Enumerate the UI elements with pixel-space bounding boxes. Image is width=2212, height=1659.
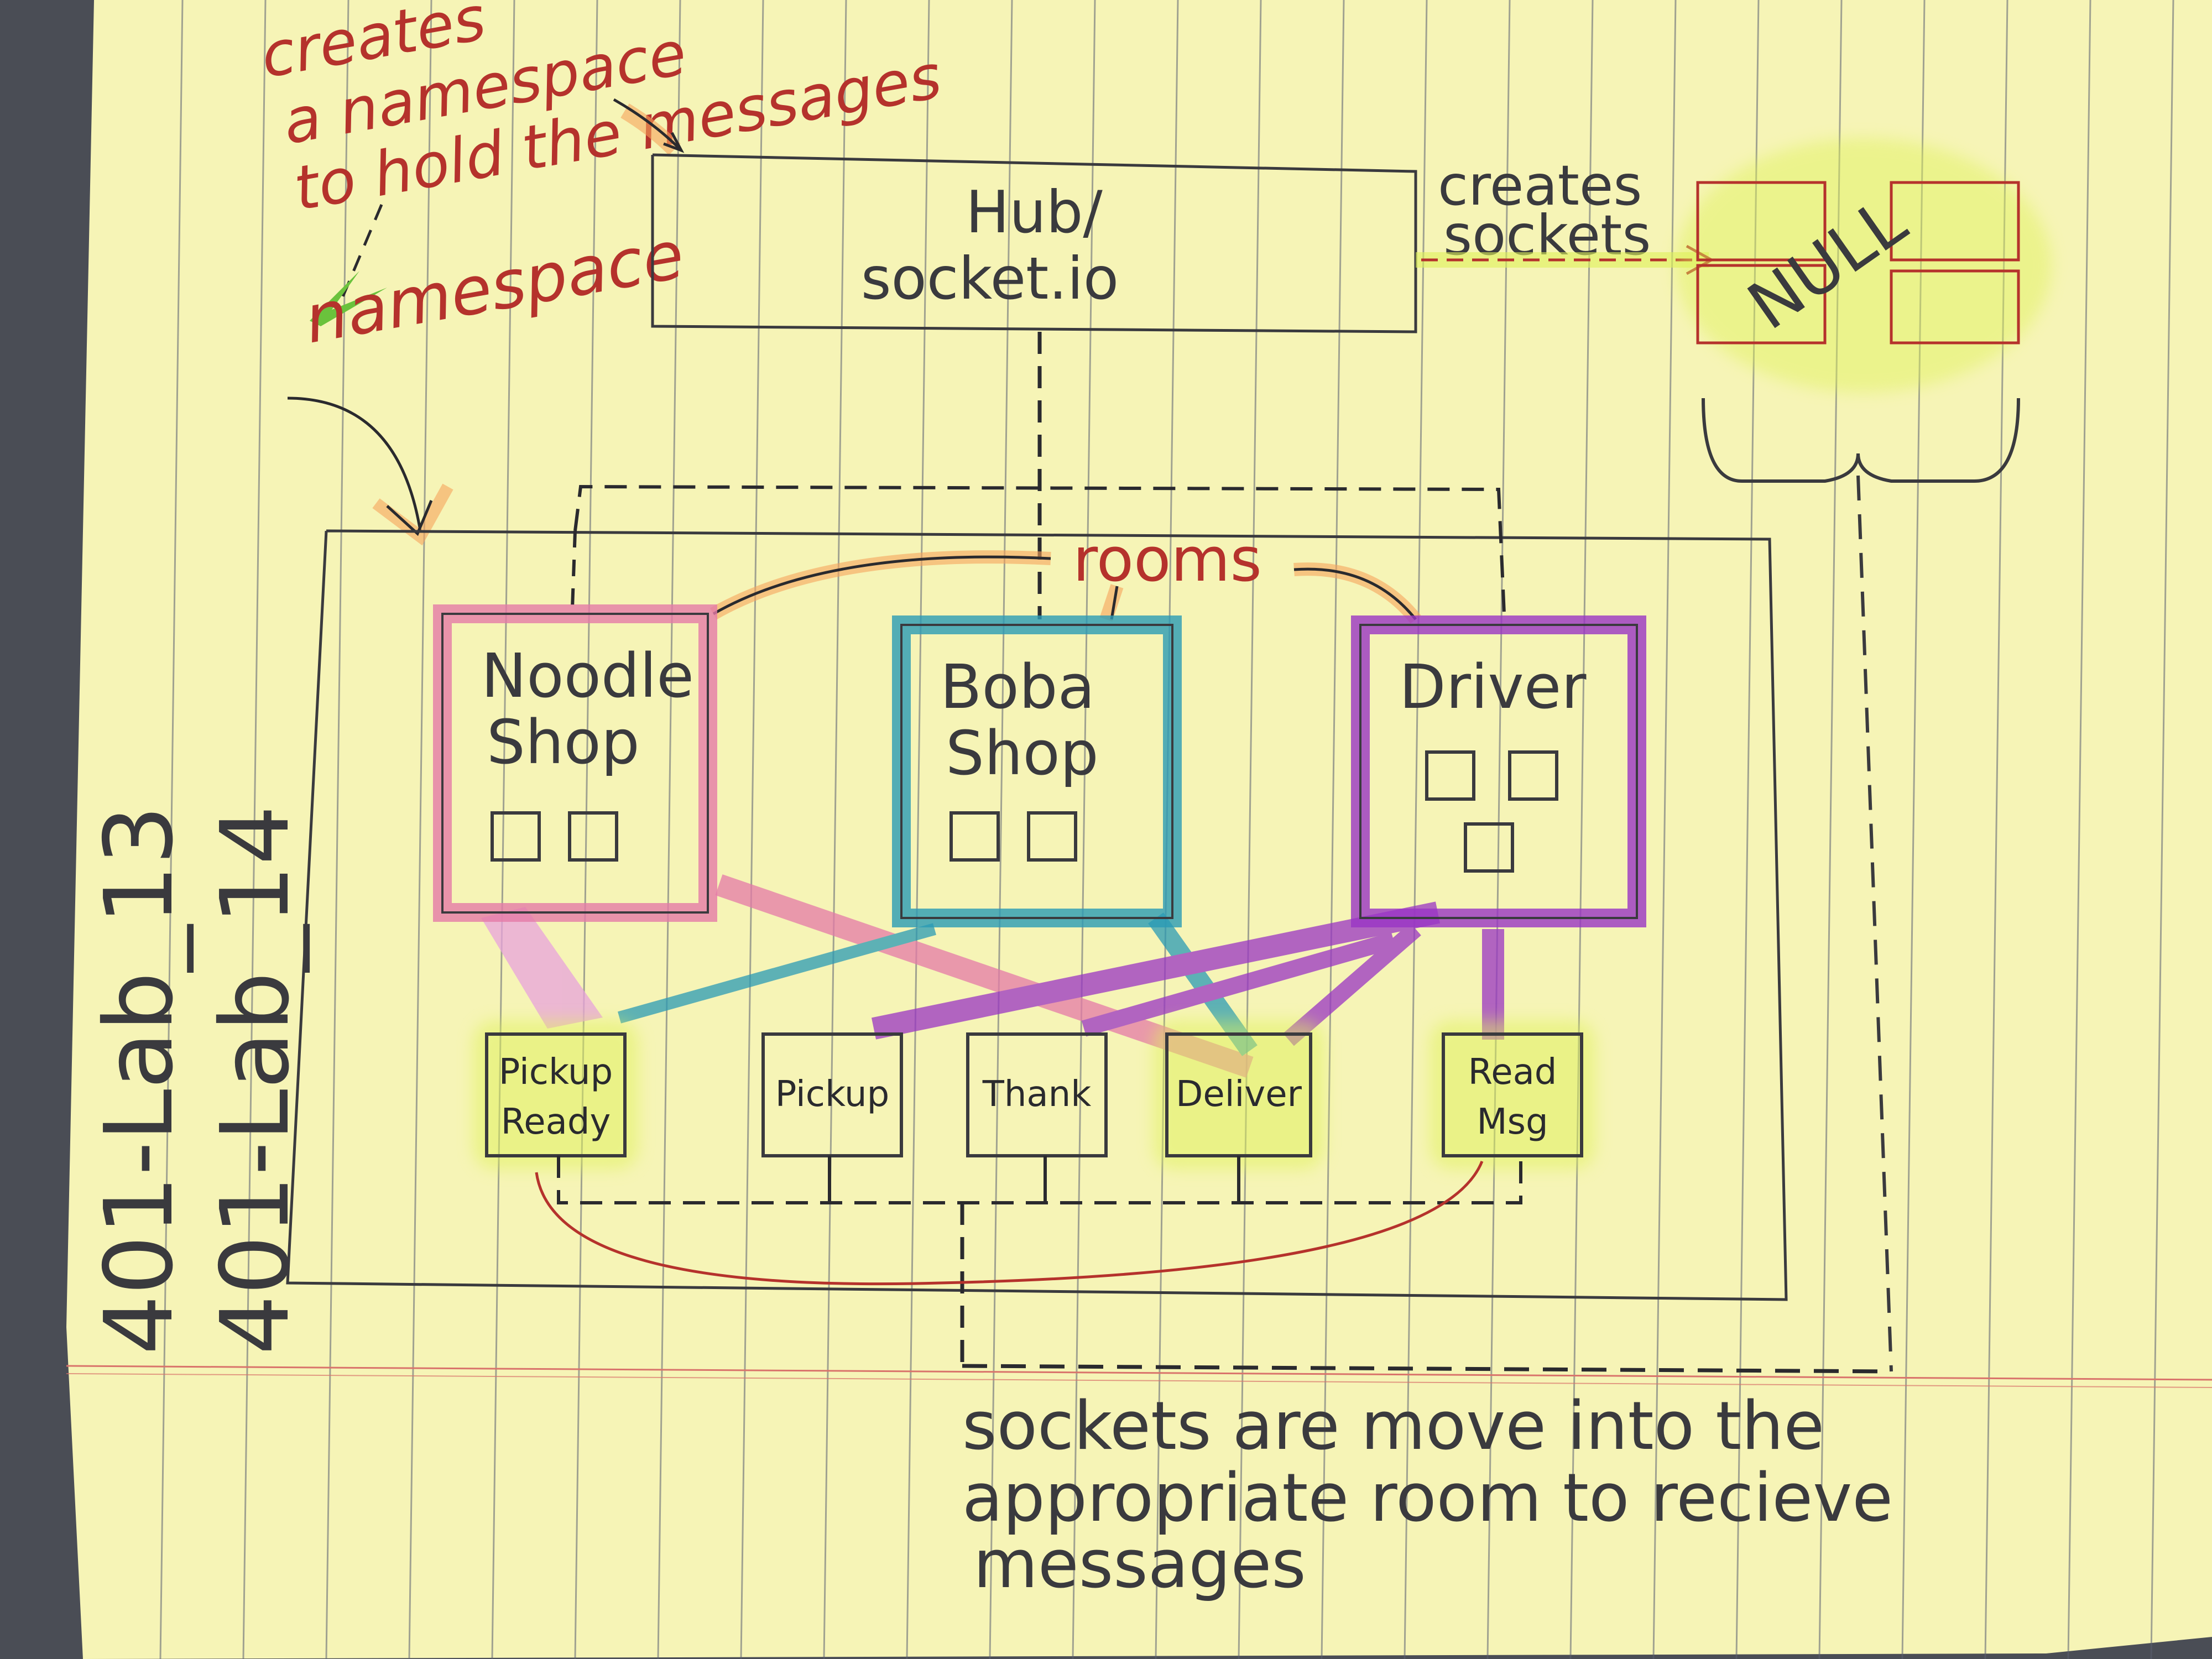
creates-sockets-line1: creates: [1438, 153, 1642, 218]
event-label-line1: Read: [1468, 1052, 1557, 1093]
creates-sockets-note: creates sockets: [1438, 153, 1651, 268]
rooms-label: rooms: [1073, 524, 1262, 595]
null-sockets: [1696, 181, 2020, 345]
rooms-arrow-left: [712, 555, 1051, 615]
hub-box: Hub/ socket.io: [651, 153, 1417, 333]
socket-square: [1464, 822, 1514, 873]
event-label-line2: Ready: [501, 1102, 611, 1142]
footer-line3: messages: [973, 1526, 1306, 1603]
lab-14-title: 401-Lab_14: [201, 805, 310, 1355]
event-label-line1: Deliver: [1176, 1074, 1302, 1115]
margin-line: [66, 1365, 2212, 1381]
event-label-line2: Msg: [1477, 1102, 1548, 1142]
namespace-box: [286, 529, 1788, 1301]
footer-line2: appropriate room to recieve: [962, 1460, 1893, 1537]
socket-square: [1508, 750, 1558, 801]
socketio-label: socket.io: [861, 245, 1119, 312]
room-title-line2: Shop: [487, 707, 640, 778]
rooms-arrow-center: [1110, 586, 1119, 620]
event-pickup: Pickup: [761, 1032, 903, 1157]
footer-line1: sockets are move into the: [962, 1388, 1824, 1465]
room-title-line2: Shop: [946, 718, 1099, 789]
event-bus: [557, 1156, 1522, 1204]
event-deliver: Deliver: [1153, 1020, 1324, 1170]
socket-square: [1425, 750, 1475, 801]
socket-square: [950, 811, 1000, 862]
socket-square: [1027, 811, 1077, 862]
footer-note: sockets are move into the appropriate ro…: [962, 1388, 1893, 1603]
hub-label: Hub/: [966, 179, 1103, 246]
room-driver: Driver: [1351, 615, 1646, 927]
rooms-arrow-right: [1293, 567, 1417, 620]
arrow-to-namespace: [287, 397, 422, 531]
null-brace: [1702, 398, 2020, 483]
socket-square: [568, 811, 618, 862]
room-title-line1: Boba: [940, 651, 1095, 722]
arrow-to-hub: [613, 98, 681, 150]
null-highlight: [1676, 138, 2052, 393]
event-thank: Thank: [966, 1032, 1108, 1157]
event-label-line1: Pickup: [775, 1074, 889, 1115]
room-title-line1: Driver: [1399, 651, 1587, 722]
lab-13-title: 401-Lab_13: [85, 805, 194, 1355]
room-title-line1: Noodle: [481, 640, 694, 711]
event-label-line1: Thank: [982, 1074, 1092, 1115]
red-return-curve: [535, 1161, 1484, 1286]
ruled-lines: [159, 0, 2174, 1659]
socket-square: [491, 811, 541, 862]
green-arrow-icon: [310, 271, 387, 326]
event-label-line1: Pickup: [499, 1052, 613, 1093]
